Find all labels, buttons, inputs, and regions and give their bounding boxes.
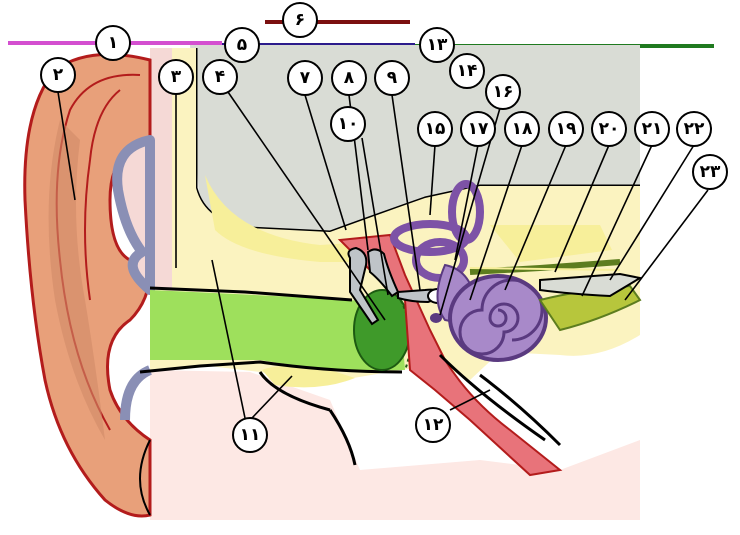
leader-18 xyxy=(469,144,523,301)
lower-soft-tissue xyxy=(150,370,640,520)
label-7: ٧ xyxy=(287,60,323,96)
number-labels: ١ ٢ ٣ ۴ ۵ ۶ ٧ ٨ ٩ ١٠ ١١ ١٢ ١٣ ١۴ ١۵ ١۶ ١… xyxy=(40,2,728,453)
label-9: ٩ xyxy=(374,60,410,96)
label-20-text: ٢٠ xyxy=(599,119,620,139)
leader-lines xyxy=(57,91,709,419)
auricle xyxy=(23,52,155,518)
label-16: ١۶ xyxy=(485,74,521,110)
leader-12 xyxy=(449,389,491,411)
label-17: ١٧ xyxy=(460,111,496,147)
leader-11a xyxy=(211,259,246,419)
label-3-text: ٣ xyxy=(171,67,182,87)
label-3: ٣ xyxy=(158,59,194,95)
label-15-text: ١۵ xyxy=(425,119,446,139)
leader-9 xyxy=(391,94,421,291)
auricle-concha-cartilage xyxy=(112,135,155,295)
label-23-text: ٢٣ xyxy=(700,162,721,182)
label-10-text: ١٠ xyxy=(338,114,359,134)
label-10: ١٠ xyxy=(330,106,366,142)
internal-carotid-artery xyxy=(539,272,643,298)
auricle-lower-cartilage xyxy=(120,365,153,421)
leader-17 xyxy=(454,144,479,261)
label-7-text: ٧ xyxy=(300,68,311,88)
ear-canal-bottom-wall xyxy=(139,360,403,374)
label-12: ١٢ xyxy=(415,407,451,443)
label-21: ٢١ xyxy=(634,111,670,147)
fat-deposit-upper xyxy=(205,175,400,262)
auricle-lobe-edge xyxy=(139,439,151,516)
lower-canal-wall xyxy=(258,371,331,412)
label-14-text: ١۴ xyxy=(457,61,478,81)
leader-10 xyxy=(361,137,389,296)
ear-canal-top-wall xyxy=(149,286,353,302)
label-14: ١۴ xyxy=(449,53,485,89)
eustachian-tube-lower-wall xyxy=(479,373,562,447)
leader-4 xyxy=(227,91,386,321)
eustachian-tube-upper-wall xyxy=(438,353,546,442)
label-6: ۶ xyxy=(282,2,318,38)
cochlea-spiral xyxy=(458,278,544,356)
leader-15 xyxy=(429,144,436,216)
label-1: ١ xyxy=(95,25,131,61)
label-15: ١۵ xyxy=(417,111,453,147)
label-18: ١٨ xyxy=(504,111,540,147)
skin-lining xyxy=(150,48,172,290)
label-22-text: ٢٢ xyxy=(684,119,705,139)
incus xyxy=(366,248,400,298)
label-18-text: ١٨ xyxy=(512,119,533,139)
label-4: ۴ xyxy=(202,59,238,95)
leader-21 xyxy=(581,144,653,297)
leader-16 xyxy=(439,107,501,316)
label-19: ١٩ xyxy=(548,111,584,147)
label-23: ٢٣ xyxy=(692,154,728,190)
ear-canal xyxy=(150,290,405,371)
leader-7 xyxy=(304,94,347,231)
label-21-text: ٢١ xyxy=(642,119,663,139)
label-2: ٢ xyxy=(40,57,76,93)
label-4-text: ۴ xyxy=(215,67,225,87)
label-22: ٢٢ xyxy=(676,111,712,147)
round-window xyxy=(430,313,442,323)
label-13-text: ١٣ xyxy=(427,35,448,55)
label-2-text: ٢ xyxy=(53,65,64,85)
nerves xyxy=(469,259,643,332)
leader-2 xyxy=(57,91,76,201)
label-13: ١٣ xyxy=(419,27,455,63)
semicircular-canal-anterior xyxy=(390,220,470,256)
label-6-text: ۶ xyxy=(295,10,305,30)
label-12-text: ١٢ xyxy=(423,415,444,435)
label-5: ۵ xyxy=(224,27,260,63)
leader-11b xyxy=(251,375,293,419)
leader-23 xyxy=(624,189,709,301)
leader-20 xyxy=(554,144,610,273)
label-16-text: ١۶ xyxy=(493,82,514,102)
label-17-text: ١٧ xyxy=(468,119,489,139)
label-5-text: ۵ xyxy=(237,35,247,55)
mastoid-outline xyxy=(328,409,357,466)
leader-19 xyxy=(504,144,567,291)
label-11-text: ١١ xyxy=(240,425,261,445)
label-19-text: ١٩ xyxy=(556,119,577,139)
label-11: ١١ xyxy=(232,417,268,453)
label-9-text: ٩ xyxy=(387,68,398,88)
label-8-text: ٨ xyxy=(344,68,355,88)
leader-22 xyxy=(609,144,695,281)
auricle-antihelix xyxy=(84,89,121,301)
auricle-shading xyxy=(48,120,105,440)
label-1-text: ١ xyxy=(108,33,118,53)
label-20: ٢٠ xyxy=(591,111,627,147)
label-8: ٨ xyxy=(331,60,367,96)
